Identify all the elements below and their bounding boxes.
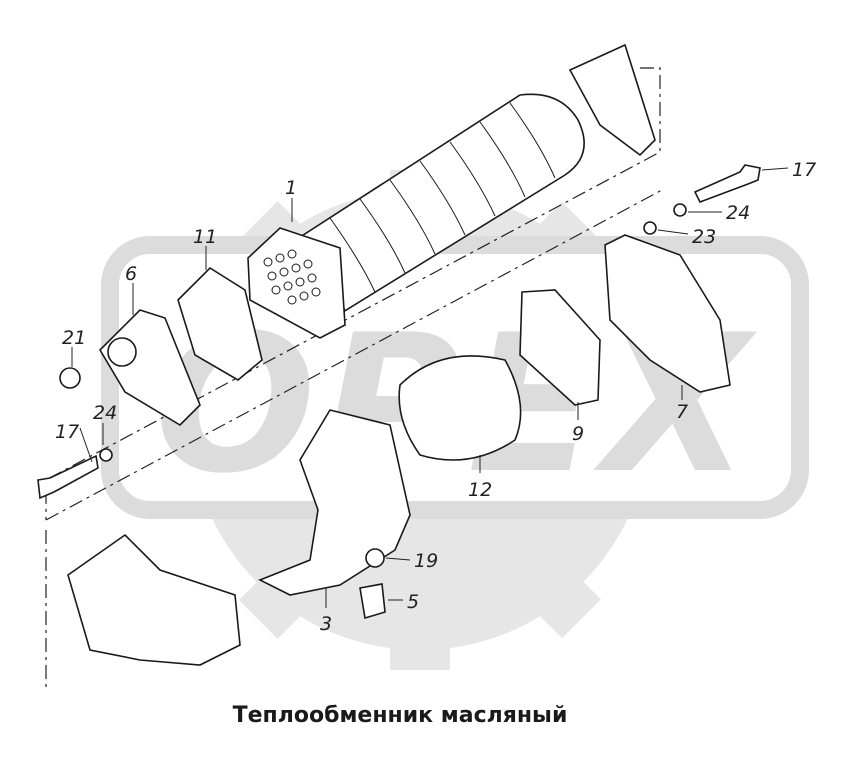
callout-5: 5 <box>407 591 419 613</box>
gasket-9 <box>519 289 601 406</box>
heat-exchanger-core <box>247 93 585 339</box>
callout-17-left: 17 <box>55 421 79 443</box>
callout-1: 1 <box>285 177 297 199</box>
callout-19: 19 <box>414 550 438 572</box>
callout-23: 23 <box>692 226 716 248</box>
seal-ring-19 <box>365 548 385 568</box>
leader-lines <box>71 167 789 608</box>
end-housing <box>67 533 241 666</box>
callout-24-left: 24 <box>93 402 117 424</box>
bolt-17-right <box>693 164 761 204</box>
callout-6: 6 <box>125 263 137 285</box>
gasket-11 <box>177 266 263 381</box>
callout-3: 3 <box>320 613 332 635</box>
callout-7: 7 <box>676 401 688 423</box>
gasket-far-end <box>568 43 656 157</box>
callout-21: 21 <box>62 327 86 349</box>
nut-21 <box>59 367 81 389</box>
callout-17-right: 17 <box>792 159 816 181</box>
end-cover-7 <box>604 234 731 393</box>
tube-holes <box>263 249 321 305</box>
callout-12: 12 <box>468 479 492 501</box>
washer-24-right <box>673 203 687 217</box>
washer-23 <box>643 221 657 235</box>
bolt-17-left <box>37 454 99 500</box>
washer-24-left <box>99 448 113 462</box>
fitting-5 <box>359 583 386 620</box>
diagram-caption: Теплообменник масляный <box>232 703 568 728</box>
callouts: 1 3 5 6 7 9 11 12 17 17 19 21 23 24 24 <box>55 159 816 635</box>
callout-9: 9 <box>572 423 584 445</box>
insert-sleeve-12 <box>398 355 522 461</box>
callout-24-right: 24 <box>726 202 750 224</box>
callout-11: 11 <box>193 226 217 248</box>
